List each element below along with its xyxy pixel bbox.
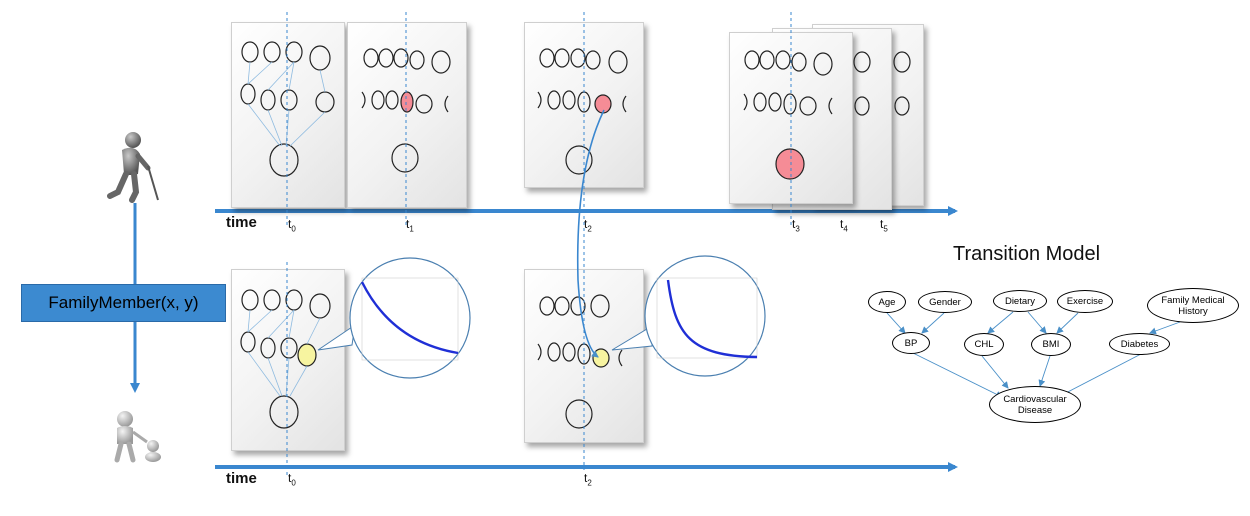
tick-top-t5: t5 — [880, 217, 888, 234]
tick-bottom-t0: t0 — [288, 471, 296, 488]
node-chl: CHL — [964, 333, 1004, 356]
mini-network-t3 — [743, 50, 911, 180]
top-time-label: time — [226, 214, 257, 231]
tick-bottom-t2: t2 — [584, 471, 592, 488]
tick-top-t0: t0 — [288, 217, 296, 234]
family-member-relation-box: FamilyMember(x, y) — [21, 284, 226, 322]
node-exercise: Exercise — [1057, 290, 1113, 313]
zoom-curve-right — [611, 255, 766, 377]
transition-model-title: Transition Model — [953, 243, 1101, 265]
node-diabetes: Diabetes — [1109, 333, 1170, 355]
mini-network-t0 — [240, 41, 335, 177]
tick-top-t3: t3 — [792, 217, 800, 234]
network-snapshot-card-t0 — [231, 22, 345, 208]
node-gender: Gender — [918, 291, 972, 313]
zoom-curve-left — [317, 257, 471, 379]
node-bp: BP — [892, 332, 930, 354]
tick-top-t4: t4 — [840, 217, 848, 234]
mini-network-t1 — [361, 48, 451, 173]
child-person-icon — [114, 411, 161, 463]
bottom-time-label: time — [226, 470, 257, 487]
mini-network-child-t0 — [240, 289, 331, 429]
node-family-history: Family Medical History — [1147, 288, 1239, 323]
child-network-card-t0 — [231, 269, 345, 451]
node-cardiovascular-disease: Cardiovascular Disease — [989, 386, 1081, 423]
mini-network-child-t2 — [537, 294, 623, 429]
inheritance-arrow — [576, 109, 605, 358]
elderly-person-icon — [107, 132, 159, 203]
tick-top-t2: t2 — [584, 217, 592, 234]
node-bmi: BMI — [1031, 333, 1071, 356]
node-age: Age — [868, 291, 906, 313]
mini-network-t2 — [537, 48, 628, 175]
transition-model-edges — [886, 311, 1181, 398]
tick-top-t1: t1 — [406, 217, 414, 234]
node-dietary: Dietary — [993, 290, 1047, 312]
